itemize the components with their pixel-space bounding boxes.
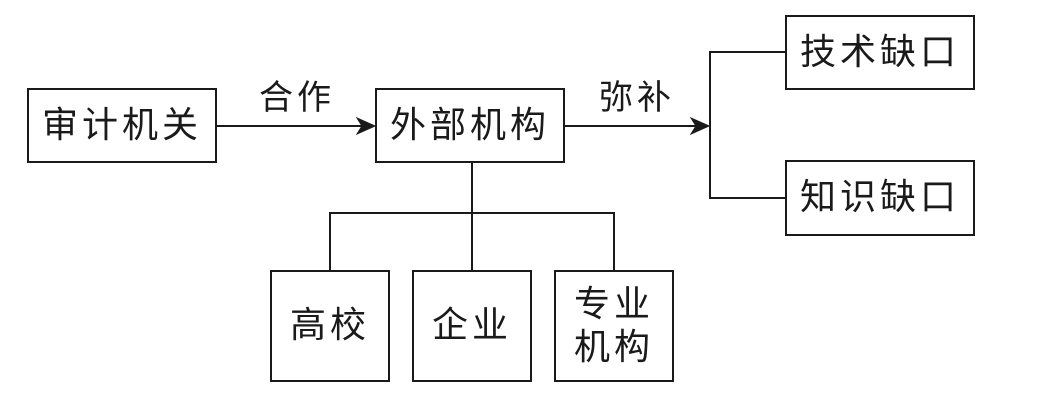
arrow-cooperate-head: [355, 116, 377, 136]
arrow-compensate-head: [689, 116, 711, 136]
edge-label-cooperate: 合作: [259, 78, 335, 118]
node-knowledge-gap: 知识缺口: [785, 160, 975, 236]
edge-label-compensate: 弥补: [599, 78, 675, 118]
node-professional-agency: 专业 机构: [554, 270, 674, 382]
node-enterprise: 企业: [412, 270, 532, 382]
node-professional-label-line2: 机构: [573, 327, 654, 368]
node-tech-gap-label: 技术缺口: [799, 31, 960, 73]
node-external-agency: 外部机构: [375, 88, 565, 163]
node-professional-label-line1: 专业: [573, 283, 654, 325]
node-university: 高校: [270, 270, 390, 382]
node-external-agency-label: 外部机构: [389, 104, 550, 146]
node-university-label: 高校: [289, 305, 370, 347]
node-audit-agency-label: 审计机关: [41, 104, 202, 146]
node-knowledge-gap-label: 知识缺口: [799, 177, 960, 219]
node-enterprise-label: 企业: [431, 305, 512, 347]
node-audit-agency: 审计机关: [27, 88, 217, 163]
node-tech-gap: 技术缺口: [785, 15, 975, 90]
